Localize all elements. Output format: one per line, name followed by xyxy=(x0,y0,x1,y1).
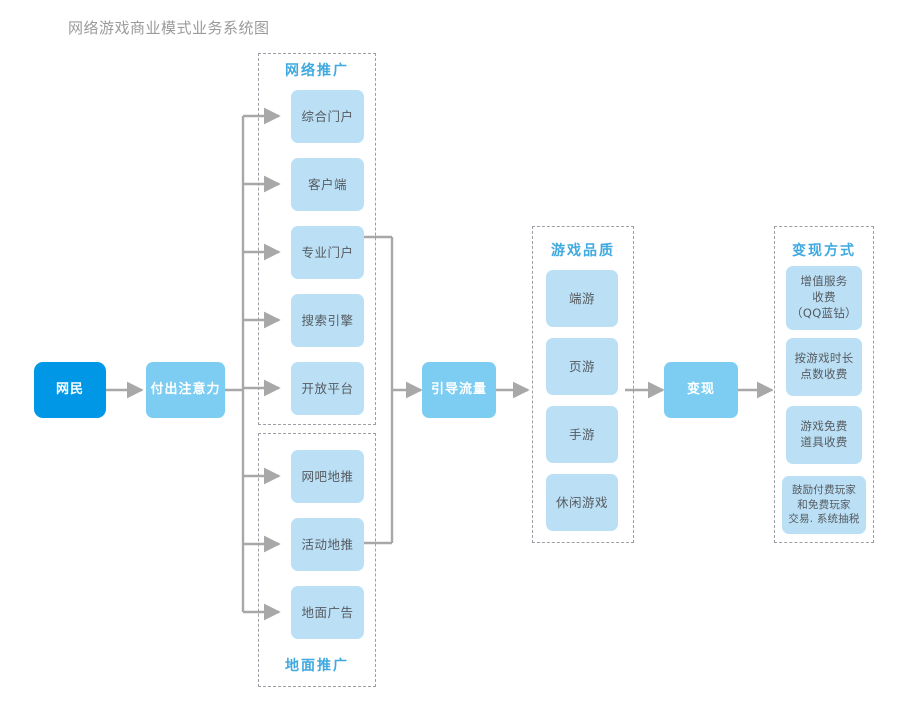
node-ground-promo-0[interactable]: 网吧地推 xyxy=(291,450,364,503)
node-attention[interactable]: 付出注意力 xyxy=(146,362,225,418)
node-monetization-2[interactable]: 游戏免费 道具收费 xyxy=(786,406,862,464)
node-online-promo-1[interactable]: 客户端 xyxy=(291,158,364,211)
node-monetize[interactable]: 变现 xyxy=(664,362,738,418)
group-label-ground-promo: 地面推广 xyxy=(285,658,349,674)
node-monetization-1-line-0: 按游戏时长 xyxy=(794,351,854,366)
group-box-game-quality xyxy=(532,226,634,543)
node-traffic[interactable]: 引导流量 xyxy=(422,362,496,418)
node-monetization-0-line-1: 收费 xyxy=(812,290,836,305)
node-monetization-3-line-0: 鼓励付费玩家 xyxy=(791,484,857,497)
node-monetization-0-line-0: 增值服务 xyxy=(800,274,848,289)
node-ground-promo-2[interactable]: 地面广告 xyxy=(291,586,364,639)
node-game-quality-2[interactable]: 手游 xyxy=(546,406,618,463)
node-monetization-0-line-2: （QQ蓝钻） xyxy=(791,305,857,320)
node-monetization-1[interactable]: 按游戏时长 点数收费 xyxy=(786,338,862,396)
node-user[interactable]: 网民 xyxy=(34,362,106,418)
node-monetization-3-line-2: 交易. 系统抽税 xyxy=(788,513,860,526)
node-monetization-1-line-1: 点数收费 xyxy=(800,367,848,381)
node-monetization-2-line-1: 道具收费 xyxy=(800,435,848,449)
node-online-promo-0[interactable]: 综合门户 xyxy=(291,90,364,143)
node-online-promo-2[interactable]: 专业门户 xyxy=(291,226,364,279)
page-title: 网络游戏商业模式业务系统图 xyxy=(68,19,270,37)
node-online-promo-3[interactable]: 搜索引擎 xyxy=(291,294,364,347)
group-label-online-promo: 网络推广 xyxy=(285,63,349,79)
group-box-ground-promo xyxy=(258,433,376,687)
node-monetization-3-line-1: 和免费玩家 xyxy=(797,498,851,511)
group-label-game-quality: 游戏品质 xyxy=(551,243,615,259)
node-ground-promo-1[interactable]: 活动地推 xyxy=(291,518,364,571)
group-label-monetization: 变现方式 xyxy=(792,243,856,259)
node-online-promo-4[interactable]: 开放平台 xyxy=(291,362,364,415)
node-game-quality-1[interactable]: 页游 xyxy=(546,338,618,395)
node-monetization-2-line-0: 游戏免费 xyxy=(800,419,848,434)
node-game-quality-0[interactable]: 端游 xyxy=(546,270,618,327)
group-box-online-promo xyxy=(258,53,376,425)
node-monetization-0[interactable]: 增值服务 收费 （QQ蓝钻） xyxy=(786,266,862,330)
group-box-monetization xyxy=(774,226,874,543)
node-game-quality-3[interactable]: 休闲游戏 xyxy=(546,474,618,531)
node-monetization-3[interactable]: 鼓励付费玩家 和免费玩家 交易. 系统抽税 xyxy=(782,476,866,534)
